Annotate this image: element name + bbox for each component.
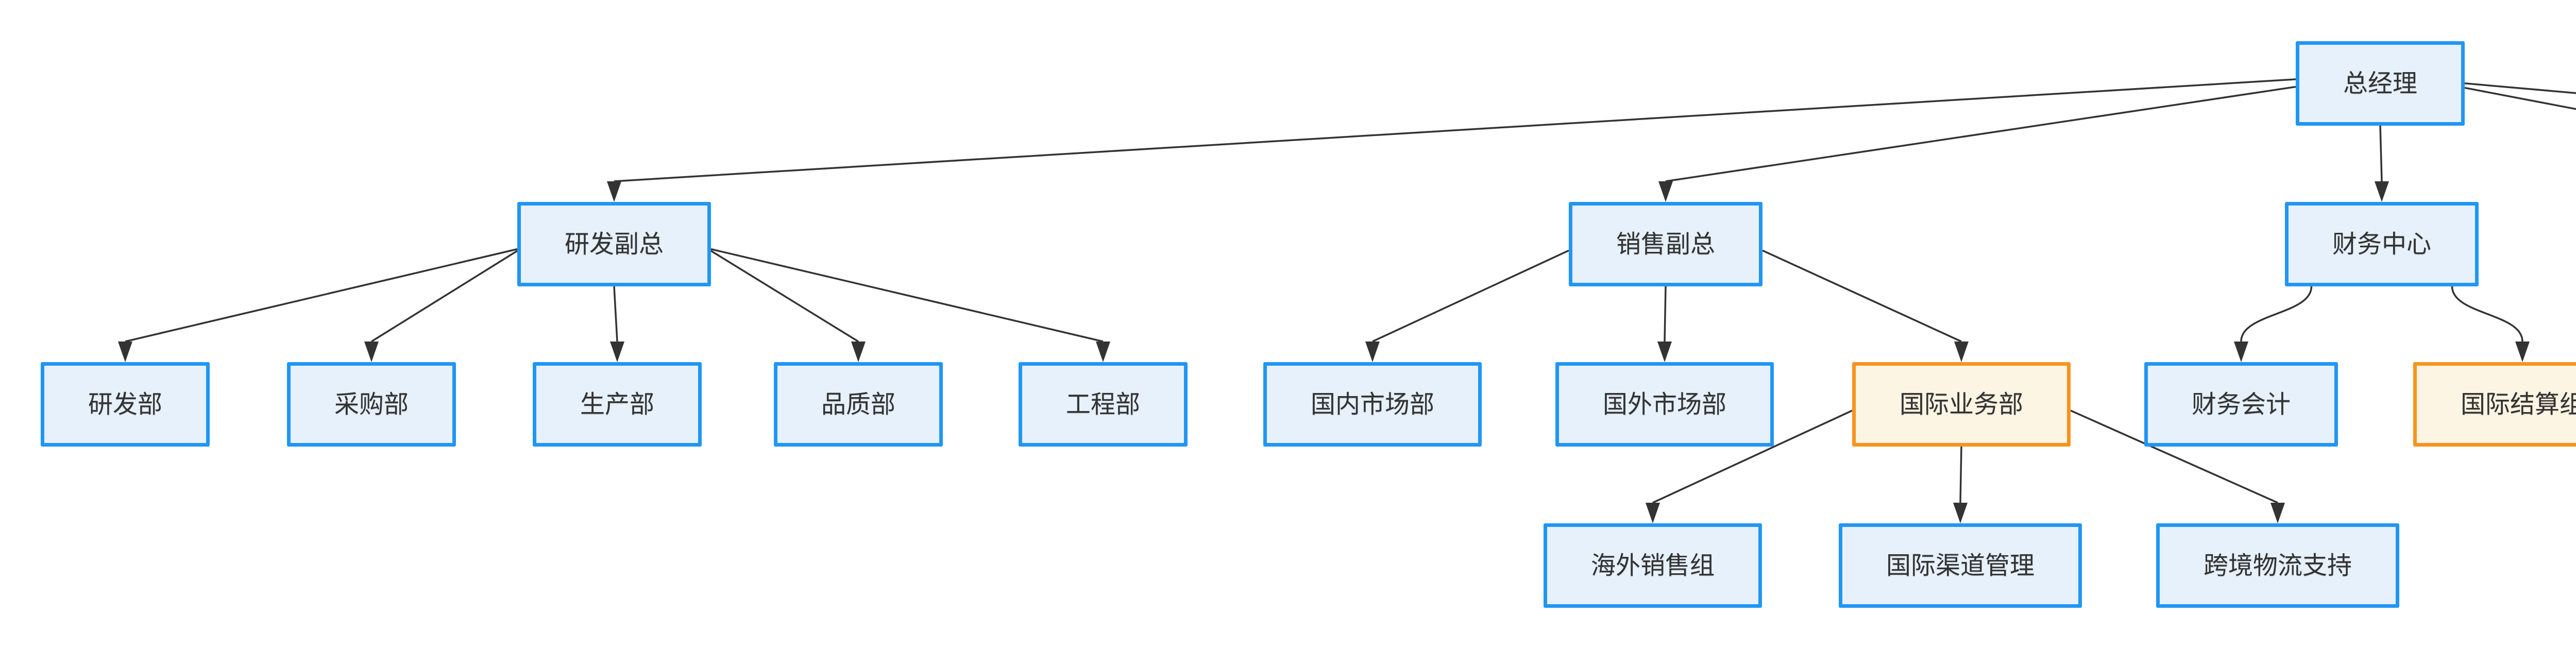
arrowhead-rd_vp-to-quality (851, 341, 866, 362)
node-sales-vice-president: 销售副总 (1569, 202, 1762, 286)
node-engineering-department: 工程部 (1019, 362, 1188, 447)
arrowhead-rd_vp-to-rd (118, 341, 132, 362)
arrowhead-finance_center-to-intl_settlement (2515, 341, 2530, 362)
node-purchasing-department: 采购部 (287, 362, 456, 447)
arrowhead-gm-to-sales_vp (1658, 181, 1673, 202)
node-quality-department: 品质部 (774, 362, 943, 447)
node-overseas-sales-group: 海外销售组 (1544, 523, 1762, 608)
arrowhead-rd_vp-to-purchasing (364, 341, 379, 362)
edge-rd_vp-to-production (613, 286, 618, 342)
edge-sales_vp-to-overseas_market (1664, 286, 1667, 342)
edge-gm-to-rd_vp (614, 78, 2296, 182)
node-crossborder-logistics-support: 跨境物流支持 (2156, 523, 2399, 608)
edge-gm-to-admin_hr (2464, 87, 2576, 110)
edge-finance_center-to-fin_accounting (2240, 286, 2313, 342)
edge-rd_vp-to-engineering (710, 248, 1104, 343)
node-overseas-market-department: 国外市场部 (1555, 362, 1774, 447)
node-finance-center: 财务中心 (2285, 202, 2479, 286)
arrowhead-sales_vp-to-domestic_market (1365, 341, 1380, 362)
node-international-settlement-group: 国际结算组 (2413, 362, 2576, 447)
node-rd-department: 研发部 (41, 362, 210, 447)
arrowhead-gm-to-rd_vp (607, 181, 621, 202)
edge-finance_center-to-intl_settlement (2451, 286, 2523, 342)
arrowhead-sales_vp-to-intl_business (1954, 341, 1969, 362)
node-finance-accounting: 财务会计 (2144, 362, 2338, 447)
arrowhead-intl_business-to-overseas_sales (1646, 503, 1660, 523)
arrowhead-rd_vp-to-engineering (1096, 341, 1110, 362)
node-production-department: 生产部 (533, 362, 702, 447)
edge-sales_vp-to-intl_business (1762, 249, 1962, 343)
arrowhead-rd_vp-to-production (610, 341, 624, 362)
edge-intl_business-to-intl_channel (1959, 446, 1962, 503)
edge-gm-to-sales_vp (1665, 86, 2296, 182)
arrowhead-intl_business-to-intl_channel (1953, 503, 1968, 523)
node-domestic-market-department: 国内市场部 (1263, 362, 1482, 447)
node-general-manager: 总经理 (2296, 41, 2465, 126)
node-international-business-department: 国际业务部 (1852, 362, 2071, 447)
edge-intl_business-to-crossborder_logistics (2070, 409, 2278, 504)
edge-gm-to-finance_center (2379, 125, 2383, 182)
edge-sales_vp-to-domestic_market (1372, 249, 1569, 343)
edge-rd_vp-to-purchasing (371, 250, 518, 343)
edge-intl_business-to-overseas_sales (1652, 409, 1853, 504)
node-rd-vice-president: 研发副总 (517, 202, 711, 286)
arrowhead-sales_vp-to-overseas_market (1657, 341, 1672, 362)
arrowhead-gm-to-finance_center (2375, 181, 2389, 202)
arrowhead-intl_business-to-crossborder_logistics (2270, 503, 2285, 523)
node-international-channel-management: 国际渠道管理 (1839, 523, 2082, 608)
arrowhead-finance_center-to-fin_accounting (2234, 341, 2248, 362)
edge-rd_vp-to-quality (710, 250, 859, 343)
edge-rd_vp-to-rd (125, 248, 518, 343)
